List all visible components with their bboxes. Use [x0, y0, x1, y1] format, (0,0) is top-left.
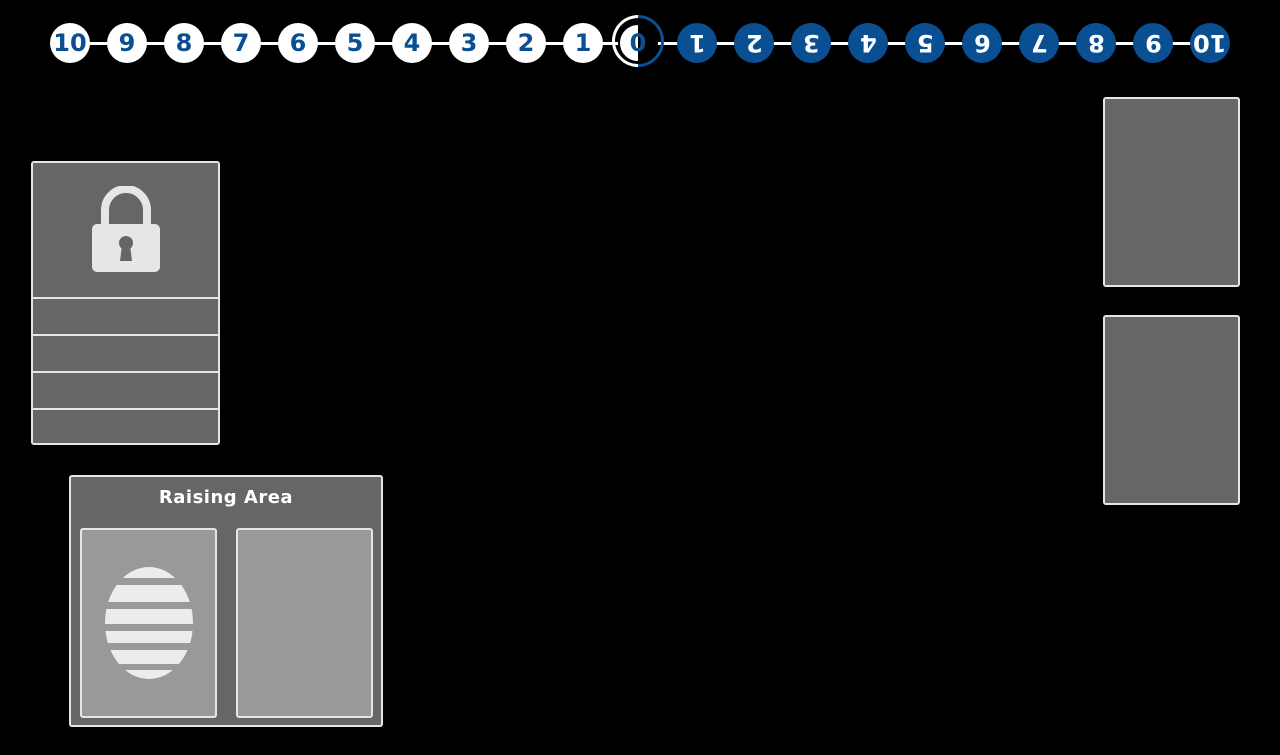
- security-stack-zone[interactable]: [31, 161, 220, 445]
- memory-right-6[interactable]: 6: [962, 23, 1002, 63]
- digi-egg-deck-slot[interactable]: [80, 528, 217, 718]
- memory-right-10[interactable]: 10: [1190, 23, 1230, 63]
- memory-left-6[interactable]: 6: [278, 23, 318, 63]
- security-slot-4[interactable]: [33, 410, 218, 443]
- security-slot-3[interactable]: [33, 373, 218, 410]
- memory-right-4[interactable]: 4: [848, 23, 888, 63]
- trash-zone[interactable]: [1103, 315, 1240, 505]
- memory-left-4[interactable]: 4: [392, 23, 432, 63]
- raising-area-title: Raising Area: [158, 487, 294, 508]
- memory-left-10[interactable]: 10: [50, 23, 90, 63]
- memory-right-7[interactable]: 7: [1019, 23, 1059, 63]
- security-header: [33, 163, 218, 299]
- memory-right-3[interactable]: 3: [791, 23, 831, 63]
- memory-left-2[interactable]: 2: [506, 23, 546, 63]
- memory-right-1[interactable]: 1: [677, 23, 717, 63]
- memory-right-8[interactable]: 8: [1076, 23, 1116, 63]
- memory-left-9[interactable]: 9: [107, 23, 147, 63]
- security-slot-2[interactable]: [33, 336, 218, 373]
- memory-zero[interactable]: 0: [618, 23, 658, 63]
- memory-left-1[interactable]: 1: [563, 23, 603, 63]
- memory-left-7[interactable]: 7: [221, 23, 261, 63]
- memory-right-9[interactable]: 9: [1133, 23, 1173, 63]
- memory-right-5[interactable]: 5: [905, 23, 945, 63]
- memory-left-3[interactable]: 3: [449, 23, 489, 63]
- raising-area: Raising Area: [69, 475, 383, 727]
- breeding-slot[interactable]: [236, 528, 373, 718]
- digi-egg-icon: [104, 567, 193, 679]
- lock-icon: [91, 186, 160, 272]
- memory-left-8[interactable]: 8: [164, 23, 204, 63]
- security-slot-1[interactable]: [33, 299, 218, 336]
- memory-right-2[interactable]: 2: [734, 23, 774, 63]
- memory-left-5[interactable]: 5: [335, 23, 375, 63]
- deck-zone[interactable]: [1103, 97, 1240, 287]
